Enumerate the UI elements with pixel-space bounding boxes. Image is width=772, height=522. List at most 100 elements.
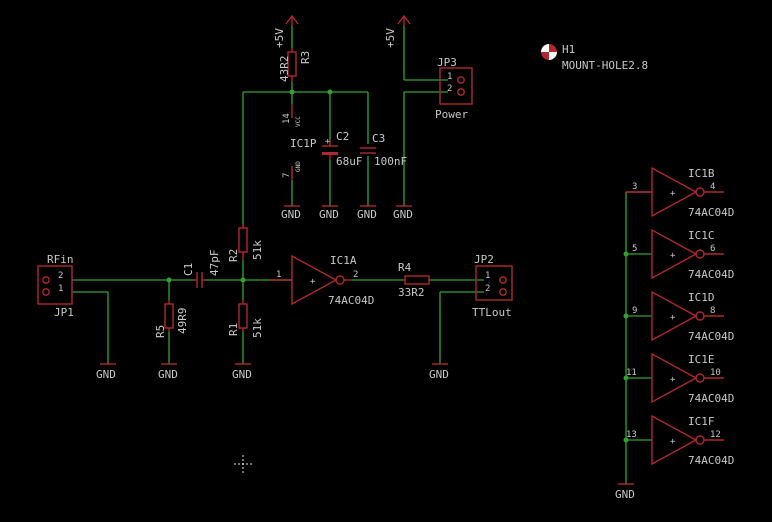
ic1p-gnd-label: GND [295, 161, 302, 172]
ic1d-in-pin: 9 [632, 306, 637, 316]
ic1p-vcc-pin: 14 [282, 113, 292, 124]
resistor-r3[interactable]: 43R2 R3 [278, 48, 312, 82]
gnd-c3[interactable]: GND [357, 205, 377, 221]
gnd-r1[interactable]: GND [232, 363, 252, 381]
ic1d-name: IC1D [688, 291, 715, 304]
gnd-jp2[interactable]: GND [429, 363, 449, 381]
jp3-pin-2: 2 [447, 84, 452, 94]
ic1a-out-pin: 2 [353, 270, 358, 280]
gnd-label: GND [393, 208, 413, 221]
jp2-name: JP2 [474, 253, 494, 266]
r1-value: 51k [251, 318, 264, 338]
ic1f-out-pin: 12 [710, 430, 721, 440]
jp1-pin-1: 1 [58, 284, 63, 294]
junction-dot [327, 89, 333, 95]
gnd-label: GND [158, 368, 178, 381]
ic1e-value: 74AC04D [688, 392, 734, 405]
connector-jp1[interactable]: RFin 2 1 JP1 [37, 253, 74, 319]
jp3-pin-1: 1 [447, 72, 452, 82]
c3-value: 100nF [374, 155, 407, 168]
r1-name: R1 [227, 323, 240, 336]
inverter-ic1d[interactable]: + 9 8 IC1D 74AC04D [632, 290, 734, 343]
capacitor-c3[interactable]: C3 100nF [360, 132, 407, 168]
jp1-value: RFin [47, 253, 74, 266]
resistor-r4[interactable]: R4 33R2 [398, 261, 430, 299]
ic1f-value: 74AC04D [688, 454, 734, 467]
jp1-pin-2: 2 [58, 271, 63, 281]
gnd-label: GND [429, 368, 449, 381]
inverter-ic1e[interactable]: + 11 10 IC1E 74AC04D [626, 352, 734, 405]
inverter-ic1a[interactable]: + 1 2 IC1A 74AC04D [270, 254, 374, 307]
inverter-ic1f[interactable]: + 13 12 IC1F 74AC04D [626, 414, 734, 467]
gnd-jp1[interactable]: GND [96, 363, 116, 381]
connector-jp2[interactable]: JP2 1 2 TTLout [472, 253, 513, 319]
plus5v-label: +5V [384, 28, 397, 48]
jp3-value: Power [435, 108, 468, 121]
junction-dot [289, 89, 295, 95]
supply-plus5v-r3[interactable]: +5V [273, 14, 299, 48]
r2-value: 51k [251, 240, 264, 260]
gnd-label: GND [281, 208, 301, 221]
wires [72, 26, 652, 484]
ic1a-plus: + [310, 277, 316, 287]
r5-value: 49R9 [176, 308, 189, 335]
connector-jp3[interactable]: JP3 1 2 Power [435, 56, 473, 121]
r4-value: 33R2 [398, 286, 425, 299]
ic1d-out-pin: 8 [710, 306, 715, 316]
ic1f-plus: + [670, 437, 676, 447]
crosshair-cursor-icon [234, 455, 252, 473]
ic1c-value: 74AC04D [688, 268, 734, 281]
ic1p-gnd-pin: 7 [282, 173, 292, 178]
ic1p-power-pins[interactable]: 14 VCC 7 GND IC1P [282, 104, 317, 180]
ic1f-name: IC1F [688, 415, 715, 428]
inverter-ic1c[interactable]: + 5 6 IC1C 74AC04D [632, 228, 734, 281]
ic1b-name: IC1B [688, 167, 715, 180]
gnd-c2[interactable]: GND [319, 205, 339, 221]
gnd-label: GND [96, 368, 116, 381]
jp2-pin-2: 2 [485, 284, 490, 294]
h1-name: H1 [562, 43, 575, 56]
capacitor-c1[interactable]: C1 47pF [182, 250, 221, 289]
gnd-unused-gates[interactable]: GND [615, 483, 635, 501]
gnd-label: GND [232, 368, 252, 381]
capacitor-c2[interactable]: + C2 68uF [322, 130, 363, 168]
resistor-r1[interactable]: R1 51k [227, 300, 264, 338]
ic1d-plus: + [670, 313, 676, 323]
ic1b-out-pin: 4 [710, 182, 715, 192]
ic1e-plus: + [670, 375, 676, 385]
supply-plus5v-jp3[interactable]: +5V [384, 14, 411, 48]
resistor-r5[interactable]: R5 49R9 [154, 300, 189, 338]
h1-value: MOUNT-HOLE2.8 [562, 59, 648, 72]
resistor-r2[interactable]: R2 51k [227, 224, 264, 262]
inverter-ic1b[interactable]: + 3 4 IC1B 74AC04D [626, 166, 734, 219]
gnd-ic1p[interactable]: GND [281, 205, 301, 221]
ic1c-plus: + [670, 251, 676, 261]
ic1b-plus: + [670, 189, 676, 199]
gnd-label: GND [615, 488, 635, 501]
junction-dot [240, 277, 246, 283]
ic1a-value: 74AC04D [328, 294, 374, 307]
mount-hole-icon [549, 44, 557, 52]
junction-dot [623, 313, 629, 319]
gnd-r5[interactable]: GND [158, 363, 178, 381]
ic1c-name: IC1C [688, 229, 715, 242]
ic1f-in-pin: 13 [626, 430, 637, 440]
gnd-jp3[interactable]: GND [393, 205, 413, 221]
junctions [166, 89, 629, 443]
r3-value: 43R2 [278, 56, 291, 83]
ic1c-out-pin: 6 [710, 244, 715, 254]
jp1-name: JP1 [54, 306, 74, 319]
gnd-label: GND [319, 208, 339, 221]
c2-name: C2 [336, 130, 349, 143]
junction-dot [623, 251, 629, 257]
gnd-label: GND [357, 208, 377, 221]
r5-name: R5 [154, 325, 167, 338]
junction-dot [623, 375, 629, 381]
c2-plus-sign: + [325, 137, 331, 147]
plus5v-label: +5V [273, 28, 286, 48]
mount-hole-h1[interactable]: H1 MOUNT-HOLE2.8 [541, 43, 648, 72]
r4-name: R4 [398, 261, 412, 274]
r3-name: R3 [299, 51, 312, 64]
